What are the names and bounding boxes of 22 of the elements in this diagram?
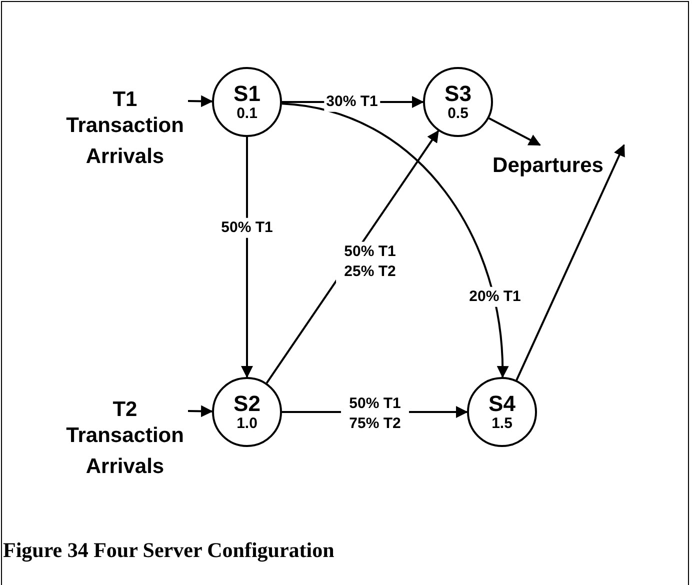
edge-label: 50% T1: [219, 218, 275, 238]
server-name: S1: [234, 82, 260, 106]
node-label: T1: [112, 88, 138, 112]
arrow: [516, 144, 625, 381]
arrow: [188, 405, 213, 418]
service-time: 1.5: [492, 416, 512, 432]
server-name: S3: [444, 82, 472, 106]
arrow: [188, 95, 213, 108]
arrow: [282, 102, 508, 378]
service-time: 0.1: [236, 106, 258, 122]
node-label: T2: [112, 398, 138, 422]
server-name: S2: [234, 392, 260, 416]
arrow: [488, 117, 541, 146]
service-time: 1.0: [236, 416, 258, 432]
edge-label: 20% T1: [467, 286, 523, 308]
node-label: Departures: [492, 154, 604, 178]
node-label: Transaction Arrivals: [65, 113, 185, 170]
node-label: Transaction Arrivals: [65, 423, 185, 480]
server-name: S4: [488, 392, 516, 416]
service-time: 0.5: [448, 106, 468, 122]
arrow: [241, 137, 253, 378]
figure-caption: Figure 34 Four Server Configuration: [3, 538, 334, 563]
